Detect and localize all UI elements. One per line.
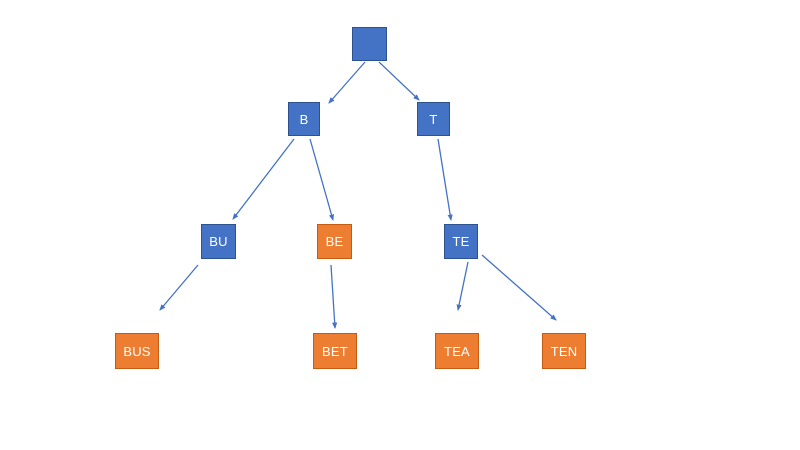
node-label-be: BE xyxy=(325,234,344,249)
node-te[interactable]: TE xyxy=(444,224,478,259)
node-label-te: TE xyxy=(452,234,470,249)
node-label-bet: BET xyxy=(322,343,348,359)
edge-t-te xyxy=(437,138,453,222)
node-label-b: B xyxy=(299,111,309,127)
edge-b-be xyxy=(309,138,335,222)
node-root[interactable] xyxy=(352,27,387,61)
edge-te-tea xyxy=(456,261,469,312)
node-label-t: T xyxy=(429,111,438,127)
edge-bu-bus xyxy=(159,264,199,311)
node-tea[interactable]: TEA xyxy=(435,333,479,369)
node-label-tea: TEA xyxy=(444,343,470,359)
node-ten[interactable]: TEN xyxy=(542,333,586,369)
node-bet[interactable]: BET xyxy=(313,333,357,369)
node-bu[interactable]: BU xyxy=(201,224,236,259)
edge-root-b xyxy=(328,61,366,104)
node-label-ten: TEN xyxy=(550,343,578,359)
node-be[interactable]: BE xyxy=(317,224,352,259)
node-label-bus: BUS xyxy=(123,343,151,359)
node-b[interactable]: B xyxy=(288,102,320,136)
edge-te-ten xyxy=(481,254,557,321)
node-label-bu: BU xyxy=(209,234,228,249)
edge-root-t xyxy=(378,61,420,101)
edges-group xyxy=(159,61,557,330)
node-t[interactable]: T xyxy=(417,102,450,136)
edge-be-bet xyxy=(330,264,338,330)
node-bus[interactable]: BUS xyxy=(115,333,159,369)
edge-b-bu xyxy=(232,138,295,220)
